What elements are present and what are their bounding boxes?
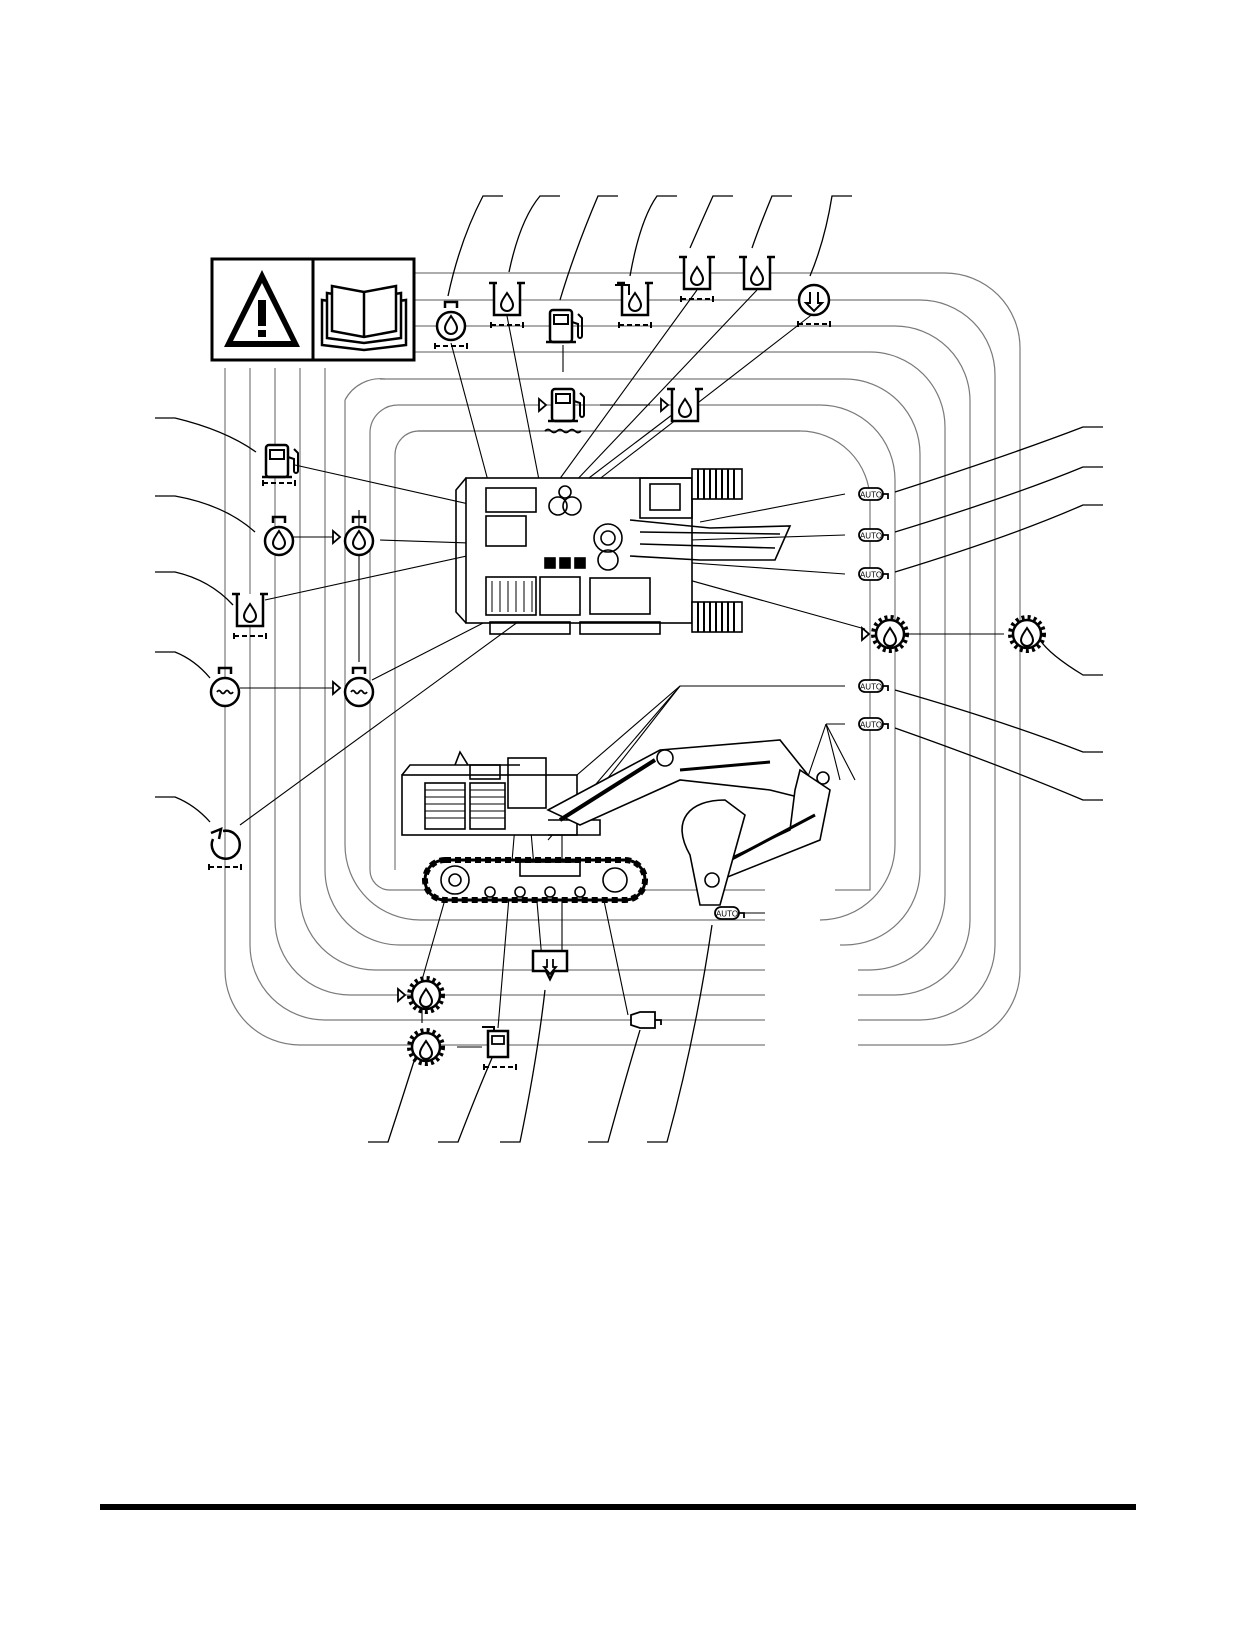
hydraulic-tank-icon xyxy=(660,389,703,421)
gear-oil-icon xyxy=(409,1030,443,1064)
drain-icon xyxy=(531,949,569,982)
fuel-water-separator-icon xyxy=(615,283,653,329)
right-callout-leaders xyxy=(894,426,1103,801)
warning-triangle-icon xyxy=(224,270,300,347)
left-callout-leaders xyxy=(155,417,257,823)
excavator-top-view xyxy=(455,468,792,635)
auto-lube-icon xyxy=(858,567,889,581)
auto-lube-icon xyxy=(858,717,889,731)
engine-oil-icon xyxy=(332,517,373,555)
connector-rings xyxy=(224,272,1021,1046)
filter-drain-icon xyxy=(797,283,831,328)
page-footer-rule xyxy=(100,1504,1136,1510)
gear-oil-icon xyxy=(861,617,907,651)
auto-lube-icon xyxy=(858,528,889,542)
hydraulic-tank-icon xyxy=(739,257,775,289)
auto-lube-icon xyxy=(858,679,889,693)
hydraulic-tank-icon xyxy=(679,257,715,303)
engine-oil-icon xyxy=(434,302,468,350)
top-callout-leaders xyxy=(447,195,852,301)
auto-lube-icon xyxy=(714,906,745,920)
auto-lube-icon xyxy=(858,487,889,501)
coolant-icon xyxy=(332,666,375,708)
excavator-side-view xyxy=(401,739,831,906)
gear-oil-icon xyxy=(1010,617,1044,651)
engine-oil-icon xyxy=(265,517,293,555)
fuel-pump-icon xyxy=(260,443,300,487)
hydraulic-tank-icon xyxy=(489,283,525,329)
fuel-pump-icon xyxy=(538,387,586,434)
grease-nipple-icon xyxy=(630,1011,662,1029)
warning-placard xyxy=(210,257,416,362)
gear-oil-icon xyxy=(397,978,443,1012)
rotate-icon xyxy=(208,826,242,871)
fuel-pump-icon xyxy=(482,1026,517,1071)
operator-manual-book-icon xyxy=(320,284,408,352)
